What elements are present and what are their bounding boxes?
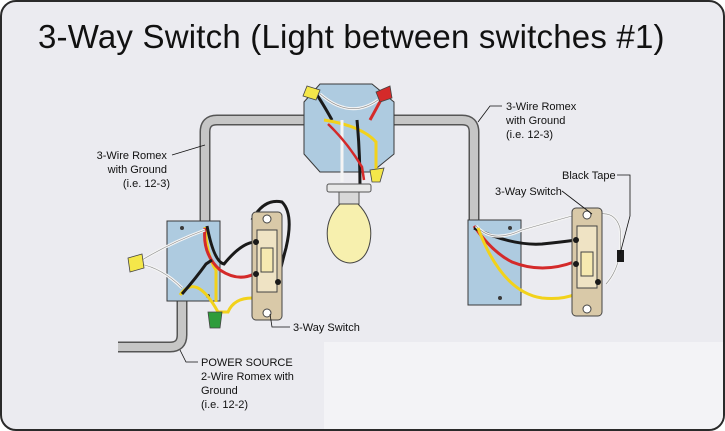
right-switch-mount-bottom <box>582 304 592 314</box>
wire-nut-yellow-bottom <box>369 167 385 183</box>
leader-switch-left <box>269 313 290 328</box>
leader-switch-right <box>561 190 593 215</box>
power-source-cable <box>118 292 186 351</box>
right-switch-toggle[interactable] <box>580 251 594 277</box>
background-panel <box>324 342 723 429</box>
right-switch-mount-top <box>582 210 592 220</box>
leader-romex-left <box>171 144 206 156</box>
junction-black-to-light <box>355 119 362 188</box>
label-black-tape: Black Tape <box>562 170 616 182</box>
left-switch-toggle[interactable] <box>260 247 274 273</box>
left-switch-mount-bottom <box>262 308 272 318</box>
label-romex-left: 3-Wire Romex with Ground (i.e. 12-3) <box>97 150 170 190</box>
left-box-screw-top <box>180 226 184 230</box>
right-switch-screw-2 <box>573 261 579 267</box>
wire-nut-red-right <box>375 85 393 103</box>
leader-romex-right <box>477 105 502 123</box>
light-socket <box>338 191 360 205</box>
right-switch-screw-common <box>595 279 601 285</box>
black-tape-mark <box>617 250 624 262</box>
junction-red-wire-lower <box>327 123 366 181</box>
right-red-traveler <box>472 225 575 270</box>
diagram-title: 3-Way Switch (Light between switches #1) <box>38 18 665 55</box>
left-ground-to-switch <box>178 285 253 314</box>
left-switch-screw-1 <box>253 239 259 245</box>
leader-power-source <box>179 349 198 363</box>
left-black-traveler <box>205 225 257 266</box>
right-box-screw-bottom <box>498 296 502 300</box>
left-switch-screw-2 <box>253 271 259 277</box>
right-switch-screw-1 <box>573 237 579 243</box>
right-white-wire-edge <box>475 215 573 237</box>
power-black-wire <box>180 258 213 295</box>
label-romex-right: 3-Wire Romex with Ground (i.e. 12-3) <box>505 101 579 141</box>
right-white-common-edge <box>591 213 621 285</box>
light-socket-base <box>326 183 372 193</box>
wire-nut-green-ground <box>207 311 223 329</box>
label-power-source: POWER SOURCE 2-Wire Romex with Ground (i… <box>201 357 297 411</box>
wire-nut-white-left <box>127 253 145 273</box>
left-switch-screw-common <box>275 279 281 285</box>
label-switch-right: 3-Way Switch <box>495 186 562 198</box>
light-bulb <box>326 203 372 264</box>
right-box-screw-top <box>508 226 512 230</box>
leader-black-tape <box>617 174 631 255</box>
left-switch-mount-top <box>262 214 272 224</box>
label-switch-left: 3-Way Switch <box>293 322 360 334</box>
left-red-traveler <box>203 227 255 279</box>
left-white-wire-edge <box>141 229 206 261</box>
junction-white-wire-top-edge <box>319 93 379 109</box>
right-ground-wire <box>476 227 577 300</box>
wire-nut-yellow-left <box>302 85 321 101</box>
